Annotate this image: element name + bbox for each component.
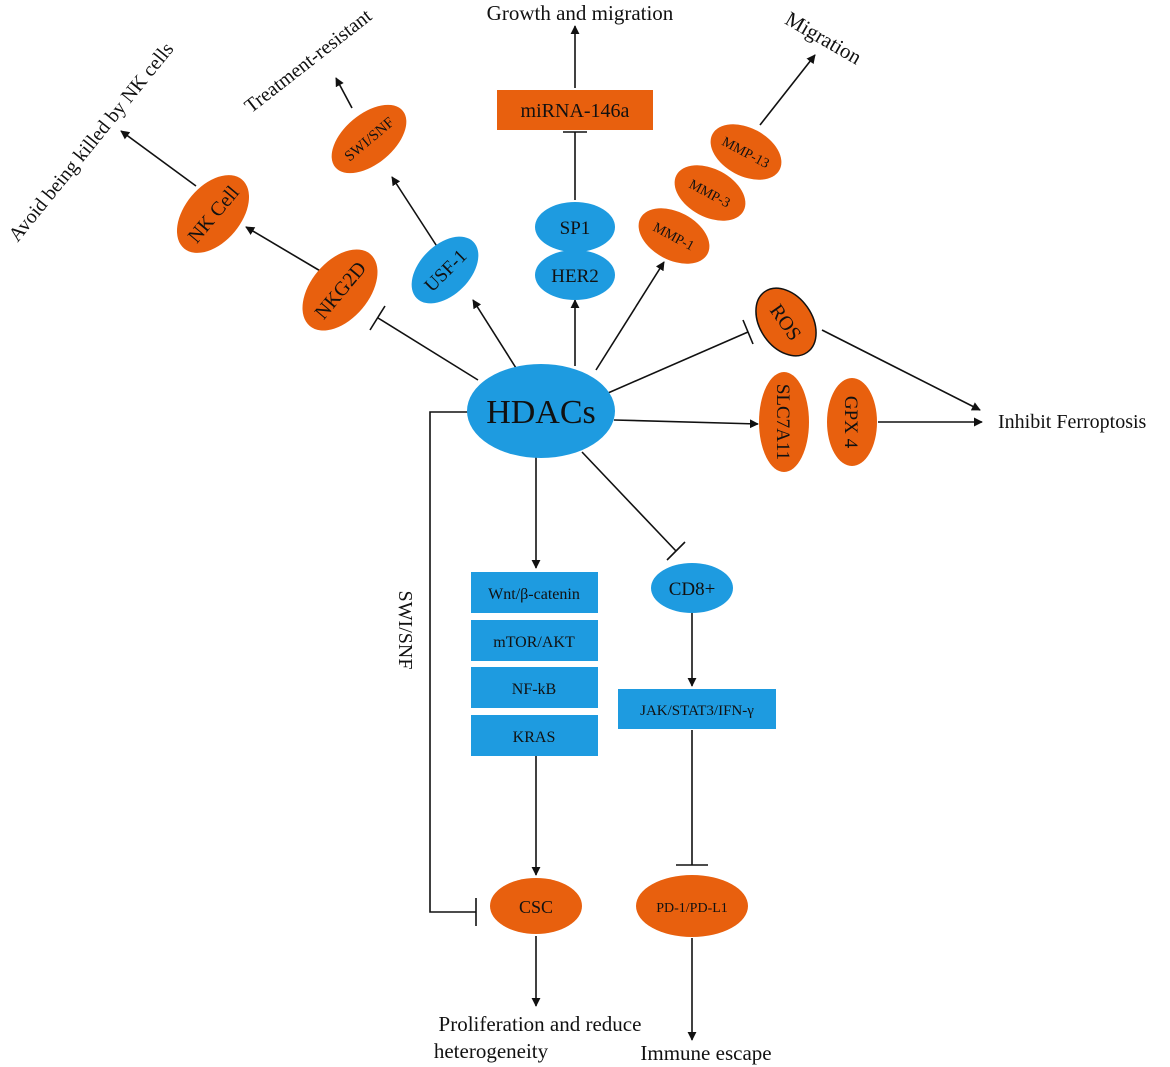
node-slc7a11-label: SLC7A11 <box>772 384 793 460</box>
node-mmp13: MMP-13 <box>710 124 782 180</box>
edge-hdacs-nkg2d-bar <box>369 305 386 331</box>
node-pd1: PD-1/PD-L1 <box>636 875 748 937</box>
outcome-migration: Migration <box>781 7 866 70</box>
edge-hdacs-cd8-inhibit <box>581 451 677 552</box>
node-mtor: mTOR/AKT <box>471 620 598 661</box>
node-ros: ROS <box>755 287 817 357</box>
edge-hdacs-mmp1 <box>595 261 665 371</box>
edge-swisnf-treatment <box>335 77 353 109</box>
node-kras: KRAS <box>471 715 598 756</box>
outcome-proliferation-line1: Proliferation and reduce <box>439 1012 642 1036</box>
edge-hdacs-slc7a11 <box>613 419 759 429</box>
node-nfkb: NF-kB <box>471 667 598 708</box>
node-swisnf: SWI/SNF <box>331 104 407 174</box>
edge-nkcell-avoid <box>120 130 197 187</box>
node-hdacs: HDACs <box>467 364 615 458</box>
edges <box>120 25 983 1041</box>
node-nk-cell: NK Cell <box>176 175 250 253</box>
outcome-inhibit-ferroptosis: Inhibit Ferroptosis <box>998 411 1147 433</box>
outcome-immune-escape: Immune escape <box>640 1041 771 1065</box>
node-hdacs-label: HDACs <box>486 394 596 431</box>
edge-mmp13-migration <box>759 54 816 126</box>
node-mirna: miRNA-146a <box>497 90 653 130</box>
node-sp1-label: SP1 <box>560 218 591 239</box>
node-nfkb-label: NF-kB <box>512 681 556 698</box>
node-gpx4-label: GPX 4 <box>840 396 861 449</box>
node-cd8-label: CD8+ <box>669 579 716 600</box>
node-cd8: CD8+ <box>651 563 733 613</box>
edge-hdacs-csc-swisnf <box>429 411 476 913</box>
edge-hdacs-ros-inhibit <box>607 331 749 394</box>
node-csc-label: CSC <box>519 897 553 917</box>
node-kras-label: KRAS <box>513 729 556 746</box>
edge-hdacs-ros-bar <box>742 319 754 345</box>
node-her2: HER2 <box>535 250 615 300</box>
edge-ros-ferroptosis <box>821 329 981 411</box>
outcome-treatment-resistant: Treatment-resistant <box>241 5 377 118</box>
node-nkg2d: NKG2D <box>302 249 378 331</box>
edge-hdacs-cd8-bar <box>666 541 686 561</box>
node-gpx4: GPX 4 <box>827 378 877 466</box>
node-pd1-label: PD-1/PD-L1 <box>656 901 728 916</box>
node-sp1: SP1 <box>535 202 615 252</box>
node-usf1: USF-1 <box>411 236 479 304</box>
edge-usf1-swisnf <box>391 176 439 249</box>
node-jak: JAK/STAT3/IFN-γ <box>618 689 776 729</box>
node-wnt: Wnt/β-catenin <box>471 572 598 613</box>
edge-nkg2d-nkcell <box>245 226 323 273</box>
node-mmp3: MMP-3 <box>674 165 746 221</box>
node-mtor-label: mTOR/AKT <box>493 634 575 651</box>
node-her2-label: HER2 <box>551 266 599 287</box>
edge-hdacs-usf1 <box>472 299 517 369</box>
node-jak-label: JAK/STAT3/IFN-γ <box>640 703 754 719</box>
node-slc7a11: SLC7A11 <box>759 372 809 472</box>
node-csc: CSC <box>490 878 582 934</box>
node-mmp1: MMP-1 <box>638 208 710 264</box>
outcome-avoid-nk: Avoid being killed by NK cells <box>4 38 178 246</box>
node-wnt-label: Wnt/β-catenin <box>488 586 580 603</box>
outcome-proliferation-line2: heterogeneity <box>434 1039 549 1063</box>
node-mirna-label: miRNA-146a <box>521 100 630 122</box>
edge-label-swisnf: SWI/SNF <box>394 591 416 670</box>
outcome-growth-migration: Growth and migration <box>487 1 674 25</box>
edge-hdacs-nkg2d-inhibit <box>377 317 479 381</box>
